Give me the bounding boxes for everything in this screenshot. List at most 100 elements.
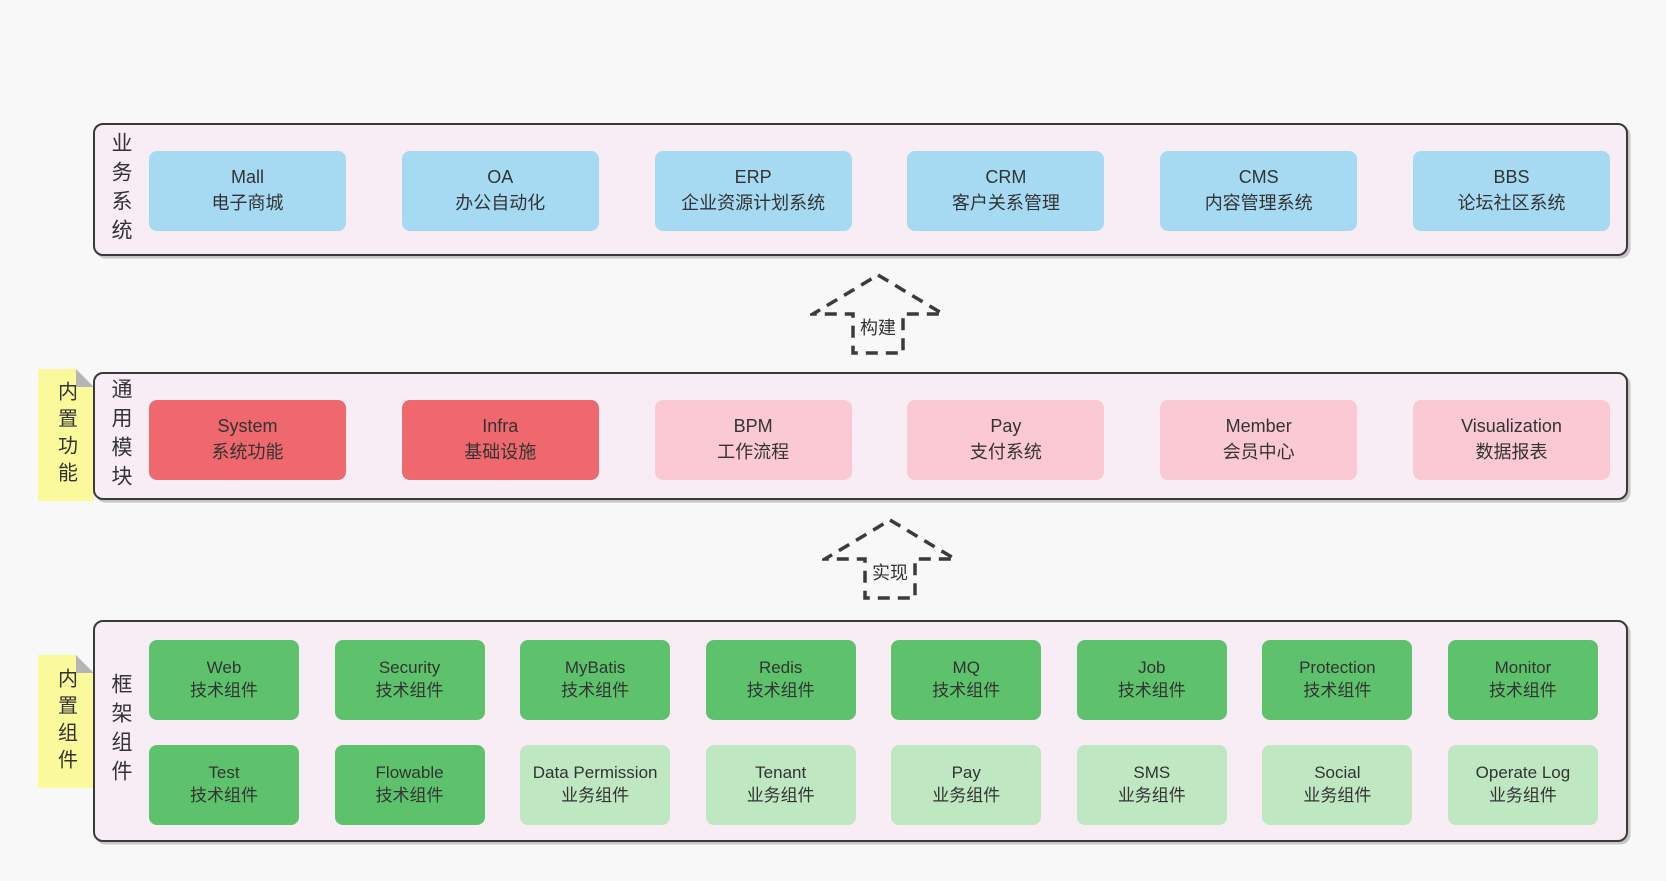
node-title: OA (487, 167, 514, 188)
node-title: Flowable (375, 763, 444, 783)
node-title: CRM (985, 167, 1027, 188)
up-arrow-implement: 实现 (822, 517, 958, 601)
node-crm: CRM 客户关系管理 (907, 151, 1105, 231)
node-title: Pay (951, 763, 981, 783)
node-subtitle: 系统功能 (211, 442, 284, 462)
folded-corner-icon (76, 655, 94, 673)
node-subtitle: 业务组件 (1488, 786, 1557, 805)
node-web: Web 技术组件 (149, 640, 299, 720)
box-row: Web 技术组件 Security 技术组件 MyBatis 技术组件 Redi… (149, 640, 1598, 720)
node-title: Data Permission (532, 763, 658, 783)
up-arrow-icon (810, 272, 946, 355)
node-title: CMS (1238, 167, 1279, 188)
node-subtitle: 技术组件 (932, 681, 1001, 700)
node-redis: Redis 技术组件 (705, 640, 856, 720)
sticky-tag-built-in-components: 内置组件 (38, 655, 94, 788)
node-title: Social (1314, 763, 1361, 783)
node-title: BBS (1493, 167, 1530, 188)
up-arrow-build: 构建 (810, 272, 946, 356)
node-subtitle: 业务组件 (1117, 786, 1186, 805)
node-subtitle: 业务组件 (1303, 786, 1372, 805)
node-subtitle: 业务组件 (561, 786, 630, 805)
node-visualization: Visualization 数据报表 (1412, 400, 1610, 480)
node-pay: Pay 支付系统 (907, 400, 1105, 480)
box-row: Mall 电子商城 OA 办公自动化 ERP 企业资源计划系统 CRM 客户关系… (149, 151, 1610, 231)
node-subtitle: 技术组件 (1488, 681, 1557, 700)
node-title: Member (1225, 416, 1292, 437)
node-bbs: BBS 论坛社区系统 (1412, 151, 1610, 231)
node-title: Job (1138, 658, 1166, 678)
tag-label: 内置组件 (54, 667, 77, 776)
node-subtitle: 内容管理系统 (1204, 193, 1313, 213)
panel-label: 通用模块 (109, 378, 132, 494)
node-title: MyBatis (564, 658, 626, 678)
arrow-label: 构建 (860, 318, 896, 338)
node-title: SMS (1133, 763, 1171, 783)
node-title: ERP (734, 167, 772, 188)
panel-common-modules: 通用模块 System 系统功能 Infra 基础设施 BPM 工作流程 Pay… (93, 372, 1628, 500)
node-title: Infra (482, 416, 519, 437)
node-title: Mall (230, 167, 264, 188)
node-cms: CMS 内容管理系统 (1160, 151, 1358, 231)
node-data-permission: Data Permission 业务组件 (520, 745, 671, 825)
panel-framework-components: 框架组件 Web 技术组件 Security 技术组件 MyBatis 技术组件… (93, 620, 1628, 842)
node-test: Test 技术组件 (149, 745, 299, 825)
node-mybatis: MyBatis 技术组件 (520, 640, 671, 720)
node-subtitle: 技术组件 (190, 681, 258, 700)
node-subtitle: 基础设施 (464, 442, 537, 462)
node-erp: ERP 企业资源计划系统 (654, 151, 852, 231)
node-member: Member 会员中心 (1160, 400, 1358, 480)
node-title: Operate Log (1475, 763, 1571, 783)
node-protection: Protection 技术组件 (1262, 640, 1413, 720)
box-row: Test 技术组件 Flowable 技术组件 Data Permission … (149, 745, 1598, 825)
node-sms: SMS 业务组件 (1076, 745, 1227, 825)
node-subtitle: 论坛社区系统 (1457, 193, 1566, 213)
tag-label: 内置功能 (54, 381, 77, 489)
node-bpm: BPM 工作流程 (654, 400, 852, 480)
node-social: Social 业务组件 (1262, 745, 1413, 825)
node-subtitle: 业务组件 (746, 786, 815, 805)
node-operate-log: Operate Log 业务组件 (1447, 745, 1598, 825)
node-subtitle: 数据报表 (1475, 442, 1548, 462)
panel-label: 框架组件 (109, 673, 132, 789)
panel-business-systems: 业务系统 Mall 电子商城 OA 办公自动化 ERP 企业资源计划系统 CRM… (93, 123, 1628, 256)
node-subtitle: 会员中心 (1222, 442, 1295, 462)
node-subtitle: 电子商城 (211, 193, 284, 213)
node-oa: OA 办公自动化 (401, 151, 599, 231)
node-title: Monitor (1494, 658, 1552, 678)
up-arrow-icon (822, 517, 958, 600)
node-title: Redis (758, 658, 803, 678)
node-subtitle: 业务组件 (932, 786, 1001, 805)
node-security: Security 技术组件 (334, 640, 485, 720)
node-title: Test (208, 763, 240, 783)
node-title: BPM (733, 416, 773, 437)
node-monitor: Monitor 技术组件 (1447, 640, 1598, 720)
node-pay-biz: Pay 业务组件 (891, 745, 1042, 825)
node-subtitle: 技术组件 (375, 681, 444, 700)
node-infra: Infra 基础设施 (401, 400, 599, 480)
node-subtitle: 技术组件 (746, 681, 815, 700)
node-title: Web (206, 658, 242, 678)
node-subtitle: 客户关系管理 (951, 193, 1060, 213)
node-title: MQ (952, 658, 980, 678)
folded-corner-icon (76, 369, 94, 387)
node-subtitle: 工作流程 (717, 442, 790, 462)
node-title: System (217, 416, 278, 437)
node-title: Security (378, 658, 441, 678)
node-subtitle: 技术组件 (1303, 681, 1372, 700)
node-mq: MQ 技术组件 (891, 640, 1042, 720)
box-row: System 系统功能 Infra 基础设施 BPM 工作流程 Pay 支付系统… (149, 400, 1610, 480)
node-title: Tenant (755, 763, 807, 783)
node-title: Protection (1299, 658, 1376, 678)
node-title: Visualization (1461, 416, 1562, 437)
sticky-tag-built-in-features: 内置功能 (38, 369, 94, 501)
node-subtitle: 技术组件 (190, 786, 258, 805)
node-subtitle: 技术组件 (1117, 681, 1186, 700)
node-subtitle: 技术组件 (375, 786, 444, 805)
node-job: Job 技术组件 (1076, 640, 1227, 720)
node-flowable: Flowable 技术组件 (334, 745, 485, 825)
node-tenant: Tenant 业务组件 (705, 745, 856, 825)
node-system: System 系统功能 (149, 400, 346, 480)
node-mall: Mall 电子商城 (149, 151, 346, 231)
